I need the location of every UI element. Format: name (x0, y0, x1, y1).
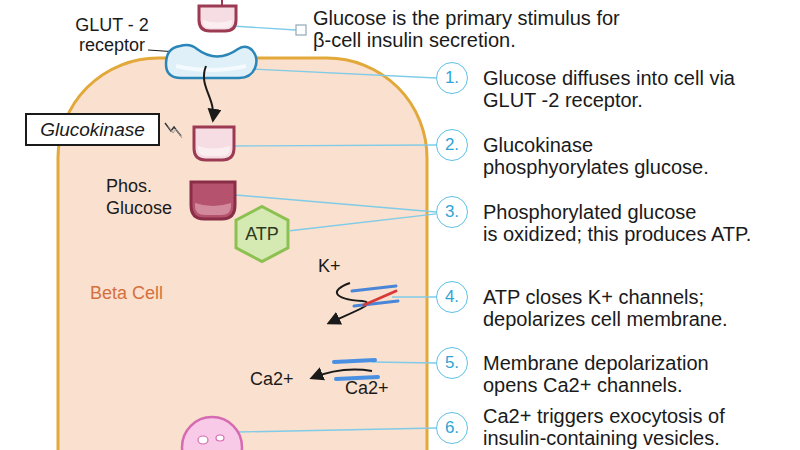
glucose-highlight (203, 20, 232, 28)
molecule-label: ATP (245, 224, 279, 245)
label-run: Ca2+ (345, 378, 389, 398)
step-text: Glucose diffuses into cell via GLUT -2 r… (483, 67, 758, 111)
callout-number: 6. (436, 412, 468, 444)
callout-number: 4. (436, 281, 468, 313)
glucose-stem (221, 0, 223, 8)
label-run: Glucose is the primary stimulus for β-ce… (313, 7, 620, 51)
label-run: Phosphorylated glucose is oxidized; this… (483, 201, 751, 245)
step-text: Ca2+ triggers exocytosis of insulin-cont… (483, 405, 753, 449)
label-run: Ca2+ triggers exocytosis of insulin-cont… (483, 405, 725, 449)
step-text: Glucokinase phosphyorylates glucose. (483, 134, 723, 178)
label-run: ATP closes K+ channels; depolarizes cell… (483, 286, 728, 330)
step-text: ATP closes K+ channels; depolarizes cell… (483, 286, 758, 330)
callout-number: 1. (436, 62, 468, 94)
callout-number: 5. (445, 353, 459, 373)
label-run: K+ (318, 256, 341, 276)
atp-hexagon-outline (236, 207, 288, 262)
note-text: Glucose is the primary stimulus for β-ce… (313, 7, 631, 51)
label-run: Ca2+ (250, 369, 294, 389)
atp-hexagon: ATP (234, 205, 290, 263)
checkbox-symbol (296, 25, 306, 35)
callout-number: 3. (436, 196, 468, 228)
callout-number: 2. (445, 135, 459, 155)
label-run: Membrane depolarization opens Ca2+ chann… (483, 352, 709, 396)
callout-number: 2. (436, 129, 468, 161)
enzyme-label: Glucokinase (40, 119, 145, 141)
step-text: Membrane depolarization opens Ca2+ chann… (483, 352, 738, 396)
callout-number: 5. (436, 347, 468, 379)
enzyme-box: Glucokinase (25, 113, 160, 146)
cell-label: Beta Cell (90, 283, 163, 304)
callout-number: 1. (445, 68, 459, 88)
ion-label: Ca2+ (250, 368, 310, 390)
ion-label: K+ (318, 255, 358, 277)
label-run: Glucokinase phosphyorylates glucose. (483, 134, 709, 178)
part-label: GLUT - 2 receptor (62, 15, 162, 55)
label-run: Phos. Glucose (106, 176, 172, 218)
line-spacer (707, 201, 768, 213)
callout-number: 3. (445, 202, 459, 222)
leader-line (148, 50, 178, 52)
step-text: Phosphorylated glucose is oxidized; this… (483, 201, 768, 245)
glucose-molecule (199, 6, 236, 31)
part-label: Phos. Glucose (106, 175, 196, 219)
ion-label: Ca2+ (345, 377, 405, 399)
label-run: Glucose diffuses into cell via GLUT -2 r… (483, 67, 735, 111)
label-run: GLUT - 2 receptor (75, 15, 149, 55)
callout-number: 4. (445, 287, 459, 307)
callout-number: 6. (445, 418, 459, 438)
leader-line (232, 26, 296, 30)
